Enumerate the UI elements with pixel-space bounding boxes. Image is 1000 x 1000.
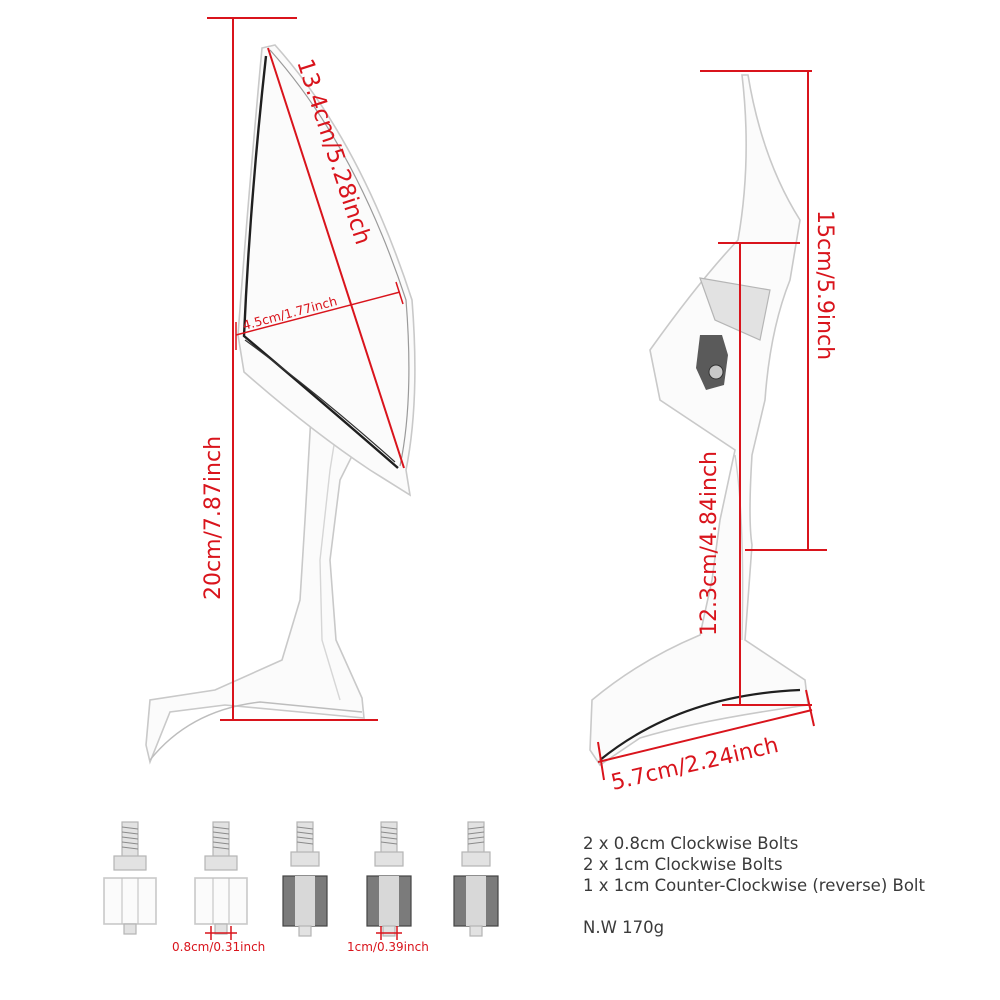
bolt-5 <box>453 821 499 937</box>
left-mirror <box>145 44 416 765</box>
spec-line-2: 2 x 1cm Clockwise Bolts <box>583 855 783 874</box>
bolt-2 <box>194 821 248 935</box>
spec-line-3: 1 x 1cm Counter-Clockwise (reverse) Bolt <box>583 876 925 895</box>
bolt-3 <box>282 821 328 937</box>
package-specs: 2 x 0.8cm Clockwise Bolts 2 x 1cm Clockw… <box>583 833 925 938</box>
right-mirror-base-groove <box>599 688 801 761</box>
right-mirror-inner-edge <box>699 277 771 341</box>
right-stem-height-label: 12.3cm/4.84inch <box>697 451 722 636</box>
left-mirror-head-glare <box>244 339 396 463</box>
bolt-large-size-label: 1cm/0.39inch <box>347 940 429 954</box>
right-mirror-body <box>589 74 809 767</box>
left-mirror-base-edge <box>149 701 363 761</box>
bolt-small-size-label: 0.8cm/0.31inch <box>172 940 265 954</box>
right-head-height-label: 15cm/5.9inch <box>812 210 837 360</box>
left-mirror-head-rim <box>269 49 410 467</box>
left-mirror-stem <box>145 394 365 765</box>
left-mirror-head-inner-edge <box>242 55 399 469</box>
right-mirror-nut <box>708 364 724 380</box>
bolt-1 <box>103 821 157 935</box>
right-mirror <box>589 74 809 767</box>
right-mirror-stem-edge <box>734 454 744 641</box>
bolt-4 <box>366 821 412 937</box>
net-weight: N.W 170g <box>583 918 665 937</box>
left-height-label: 20cm/7.87inch <box>201 436 226 600</box>
left-mirror-head <box>237 44 416 497</box>
bolt-set: 0.8cm/0.31inch 1cm/0.39inch <box>103 821 499 954</box>
spec-line-1: 2 x 0.8cm Clockwise Bolts <box>583 834 799 853</box>
